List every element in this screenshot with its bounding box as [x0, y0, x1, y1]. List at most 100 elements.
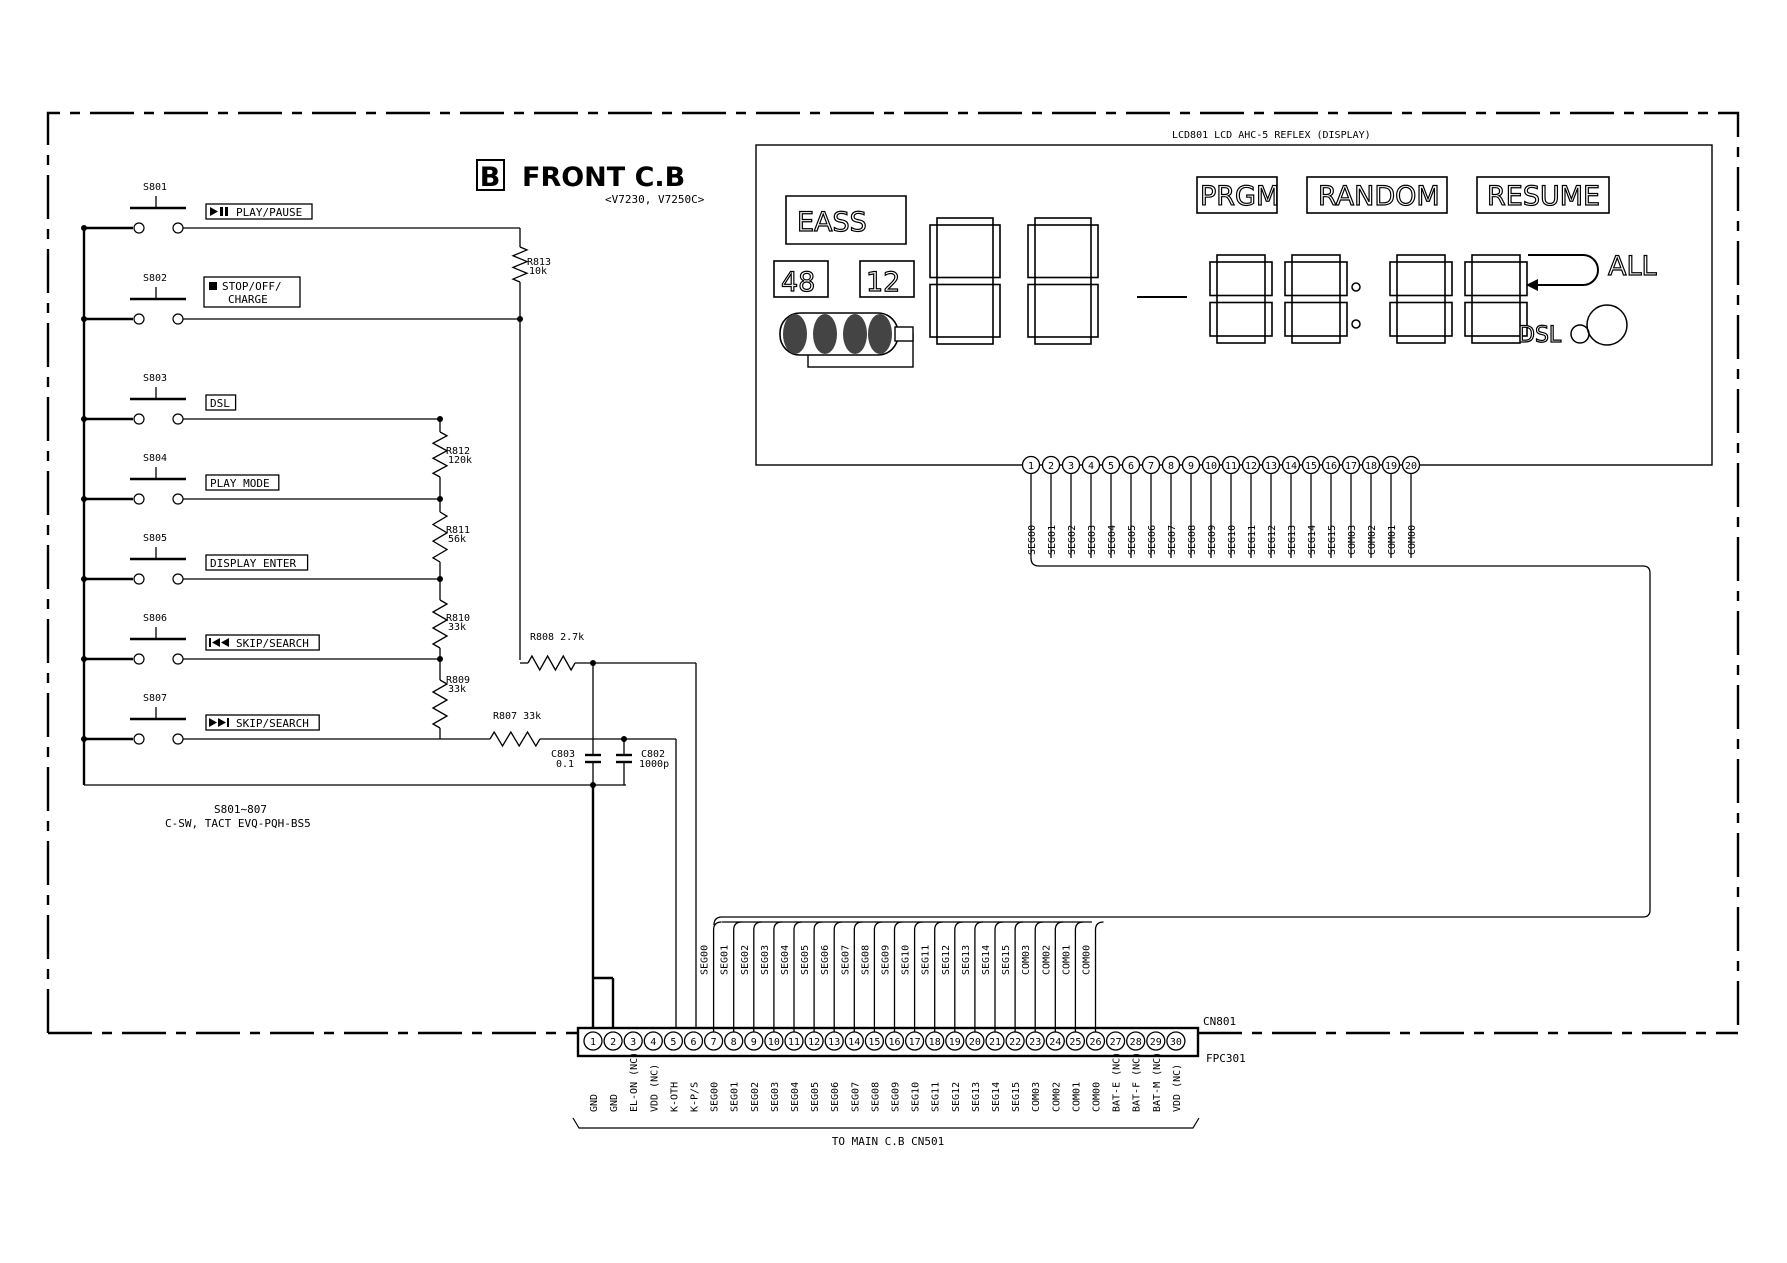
stop-icon [209, 282, 217, 290]
lcd-bass-level-icon [779, 312, 914, 368]
lcd-digit [1027, 217, 1099, 345]
lcd-random-indicator: RANDOM [1306, 176, 1448, 214]
connector-pin-number: 1 [590, 1037, 596, 1048]
connector-bus-signal: SEG11 [921, 945, 932, 975]
svg-text:48: 48 [781, 267, 815, 298]
connector-bus-line: SEG00 [700, 921, 722, 1032]
lcd-pin-signal: COM00 [1407, 525, 1418, 555]
connector-pin-number: 23 [1029, 1037, 1041, 1048]
lcd-pin-signal: SEG10 [1227, 525, 1238, 555]
connector-pin-signal: K-P/S [690, 1082, 701, 1112]
lcd-pin-signal: SEG14 [1307, 525, 1318, 555]
connector-bus-line: SEG12 [941, 921, 963, 1032]
connector-bus-line: SEG14 [981, 921, 1004, 1032]
switch-label: PLAY/PAUSE [236, 206, 302, 219]
connector-bus-line: SEG06 [820, 921, 843, 1032]
connector-pin-number: 16 [888, 1037, 900, 1048]
svg-text:PRGM: PRGM [1200, 181, 1279, 212]
connector-bus-line: SEG13 [961, 921, 983, 1032]
svg-text:10k: 10k [529, 266, 547, 277]
switch-label: SKIP/SEARCH [236, 717, 309, 730]
switch-ref: S804 [143, 453, 167, 464]
connector-pin-number: 5 [670, 1037, 676, 1048]
connector-pin-number: 29 [1150, 1037, 1162, 1048]
lcd-pin-number: 1 [1028, 461, 1034, 472]
svg-text:S801∼807: S801∼807 [214, 803, 267, 816]
lcd-pin-signal: SEG15 [1327, 525, 1338, 555]
connector-cable: FPC301 [1206, 1052, 1246, 1065]
connector-pin-number: 26 [1089, 1037, 1101, 1048]
connector-bus-signal: SEG09 [881, 945, 892, 975]
svg-text:56k: 56k [448, 534, 466, 545]
connector-bus-line: SEG01 [720, 921, 742, 1032]
lcd-pin-number: 13 [1265, 461, 1277, 472]
connector-pin-signal: SEG08 [870, 1082, 881, 1112]
svg-text:R811: R811 [446, 525, 470, 536]
lcd-pin-signal: SEG05 [1127, 525, 1138, 555]
connector-bus-line: COM01 [1061, 921, 1084, 1032]
lcd-pin-number: 10 [1205, 461, 1217, 472]
connector-pin-signal: COM01 [1071, 1082, 1082, 1112]
lcd-resume-indicator: RESUME [1476, 176, 1610, 214]
connector-pin: 6K-P/S [683, 1031, 704, 1112]
connector-pin-number: 15 [868, 1037, 880, 1048]
svg-text:C802: C802 [641, 749, 665, 760]
connector-pin-signal: SEG10 [911, 1082, 922, 1112]
connector-pin-number: 20 [969, 1037, 981, 1048]
lcd-pin-signal: SEG02 [1067, 525, 1078, 555]
connector-pin-signal: COM00 [1092, 1082, 1103, 1112]
connector-pin-signal: SEG07 [850, 1082, 861, 1112]
connector-bus-signal: COM02 [1041, 945, 1052, 975]
lcd-pin-signal: COM03 [1347, 525, 1358, 555]
connector-bus-signal: SEG15 [1001, 945, 1012, 975]
connector-bus-signal: COM01 [1061, 945, 1072, 975]
switch-label: CHARGE [228, 293, 268, 306]
connector-pin-signal: SEG13 [971, 1082, 982, 1112]
connector-bus-signal: SEG07 [840, 945, 851, 975]
connector-pin-number: 22 [1009, 1037, 1021, 1048]
connector-pin-signal: SEG05 [810, 1082, 821, 1112]
connector-bus-line: SEG07 [840, 921, 863, 1032]
connector-pin-number: 21 [989, 1037, 1001, 1048]
connector-pin-number: 17 [909, 1037, 921, 1048]
lcd-pin-number: 5 [1108, 461, 1114, 472]
lcd-pin-number: 15 [1305, 461, 1317, 472]
lcd-48-indicator: 48 [773, 260, 829, 299]
svg-text:R810: R810 [446, 613, 470, 624]
connector-bus-line: SEG03 [760, 921, 782, 1032]
lcd-pin-number: 19 [1385, 461, 1397, 472]
connector-pin-number: 6 [690, 1037, 696, 1048]
connector-bus-signal: SEG12 [941, 945, 952, 975]
lcd-pin-number: 11 [1225, 461, 1237, 472]
connector-pin-number: 28 [1130, 1037, 1142, 1048]
connector-pin-number: 18 [929, 1037, 941, 1048]
connector-pin-signal: SEG12 [951, 1082, 962, 1112]
connector-pin-signal: GND [609, 1094, 620, 1112]
lcd-pin-number: 9 [1188, 461, 1194, 472]
connector-pin-signal: SEG04 [790, 1082, 801, 1112]
lcd-pin-signal: SEG03 [1087, 525, 1098, 555]
